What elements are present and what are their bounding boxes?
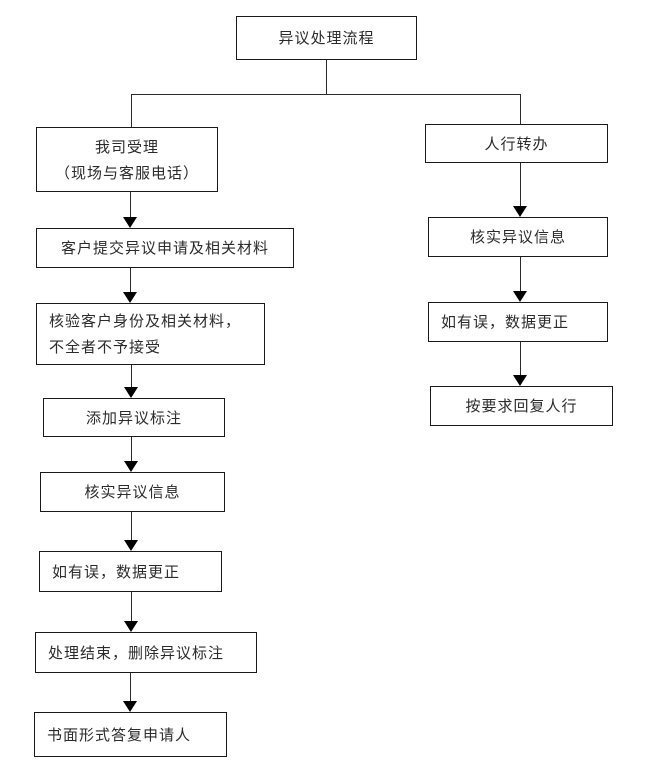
node-process-title: 异议处理流程 <box>236 16 417 60</box>
connector-left-6 <box>131 592 132 621</box>
connector-left-1 <box>130 192 131 217</box>
connector-root-stub <box>326 60 327 94</box>
connector-left-7 <box>130 673 131 701</box>
node-customer-submits-application: 客户提交异议申请及相关材料 <box>36 228 294 268</box>
node-written-reply-to-applicant: 书面形式答复申请人 <box>34 712 227 757</box>
arrow-down-icon <box>123 292 137 303</box>
arrow-down-icon <box>124 387 138 398</box>
connector-left-drop <box>131 94 132 127</box>
arrow-down-icon <box>513 206 527 217</box>
node-verify-dispute-info-left: 核实异议信息 <box>40 472 225 512</box>
connector-branch-bar <box>131 94 521 95</box>
node-correct-data-right: 如有误，数据更正 <box>428 302 608 342</box>
node-finish-remove-annotation: 处理结束，删除异议标注 <box>35 632 257 673</box>
arrow-down-icon <box>123 701 137 712</box>
connector-left-4 <box>131 437 132 461</box>
connector-right-3 <box>520 342 521 375</box>
connector-right-2 <box>520 257 521 291</box>
node-reply-to-pboc: 按要求回复人行 <box>430 386 613 426</box>
node-pboc-referral: 人行转办 <box>425 124 608 163</box>
node-add-dispute-annotation: 添加异议标注 <box>43 398 225 437</box>
arrow-down-icon <box>513 291 527 302</box>
arrow-down-icon <box>124 621 138 632</box>
connector-right-drop <box>520 94 521 124</box>
node-verify-dispute-info-right: 核实异议信息 <box>428 217 608 257</box>
connector-left-2 <box>130 268 131 292</box>
node-correct-data-left: 如有误，数据更正 <box>39 551 222 592</box>
connector-left-5 <box>131 512 132 540</box>
node-company-acceptance: 我司受理 （现场与客服电话） <box>36 127 218 192</box>
arrow-down-icon <box>513 375 527 386</box>
connector-right-1 <box>520 163 521 206</box>
arrow-down-icon <box>124 461 138 472</box>
arrow-down-icon <box>123 217 137 228</box>
node-verify-identity-materials: 核验客户身份及相关材料， 不全者不予接受 <box>36 303 265 365</box>
connector-left-3 <box>131 365 132 387</box>
arrow-down-icon <box>124 540 138 551</box>
